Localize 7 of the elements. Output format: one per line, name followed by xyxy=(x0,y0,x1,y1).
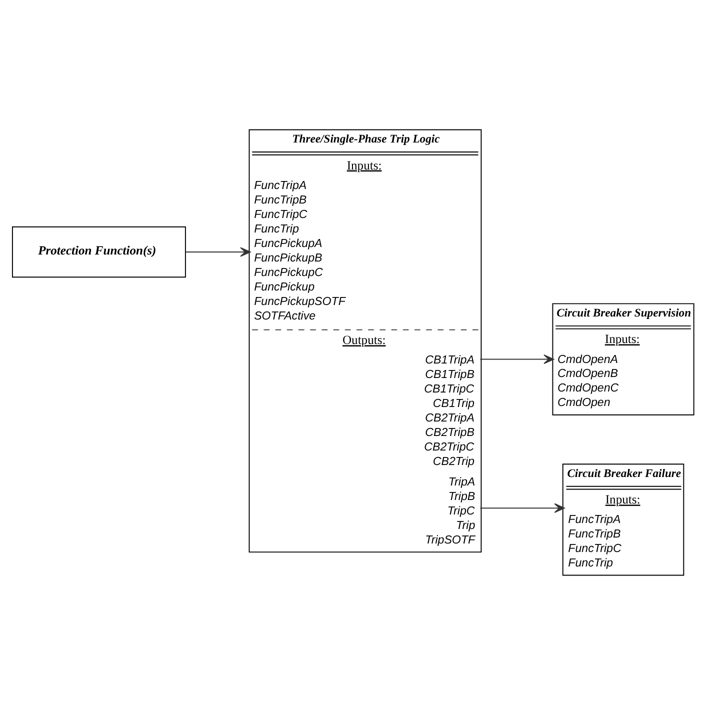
arrow xyxy=(480,354,554,364)
node-box: Three/Single-Phase Trip Logic Inputs: FuncTripA FuncTripB FuncTripC FuncTrip FuncPickupA FuncPickupB FuncPickupC FuncPickup FuncPickupSOTF SOTFActive Outputs: CB1TripA CB1TripB CB1TripC CB1Trip CB2TripA CB2TripB CB2TripC CB2Trip TripA TripB TripC Trip TripSOTF xyxy=(248,128,482,552)
node-box: Circuit Breaker Failure Inputs: FuncTripA FuncTripB FuncTripC FuncTrip xyxy=(562,463,684,576)
node-box: Circuit Breaker Supervision Inputs: CmdOpenA CmdOpenB CmdOpenC CmdOpen xyxy=(552,302,694,415)
arrow xyxy=(185,246,251,256)
arrow xyxy=(480,502,565,512)
node-box: Protection Function(s) xyxy=(12,226,186,278)
